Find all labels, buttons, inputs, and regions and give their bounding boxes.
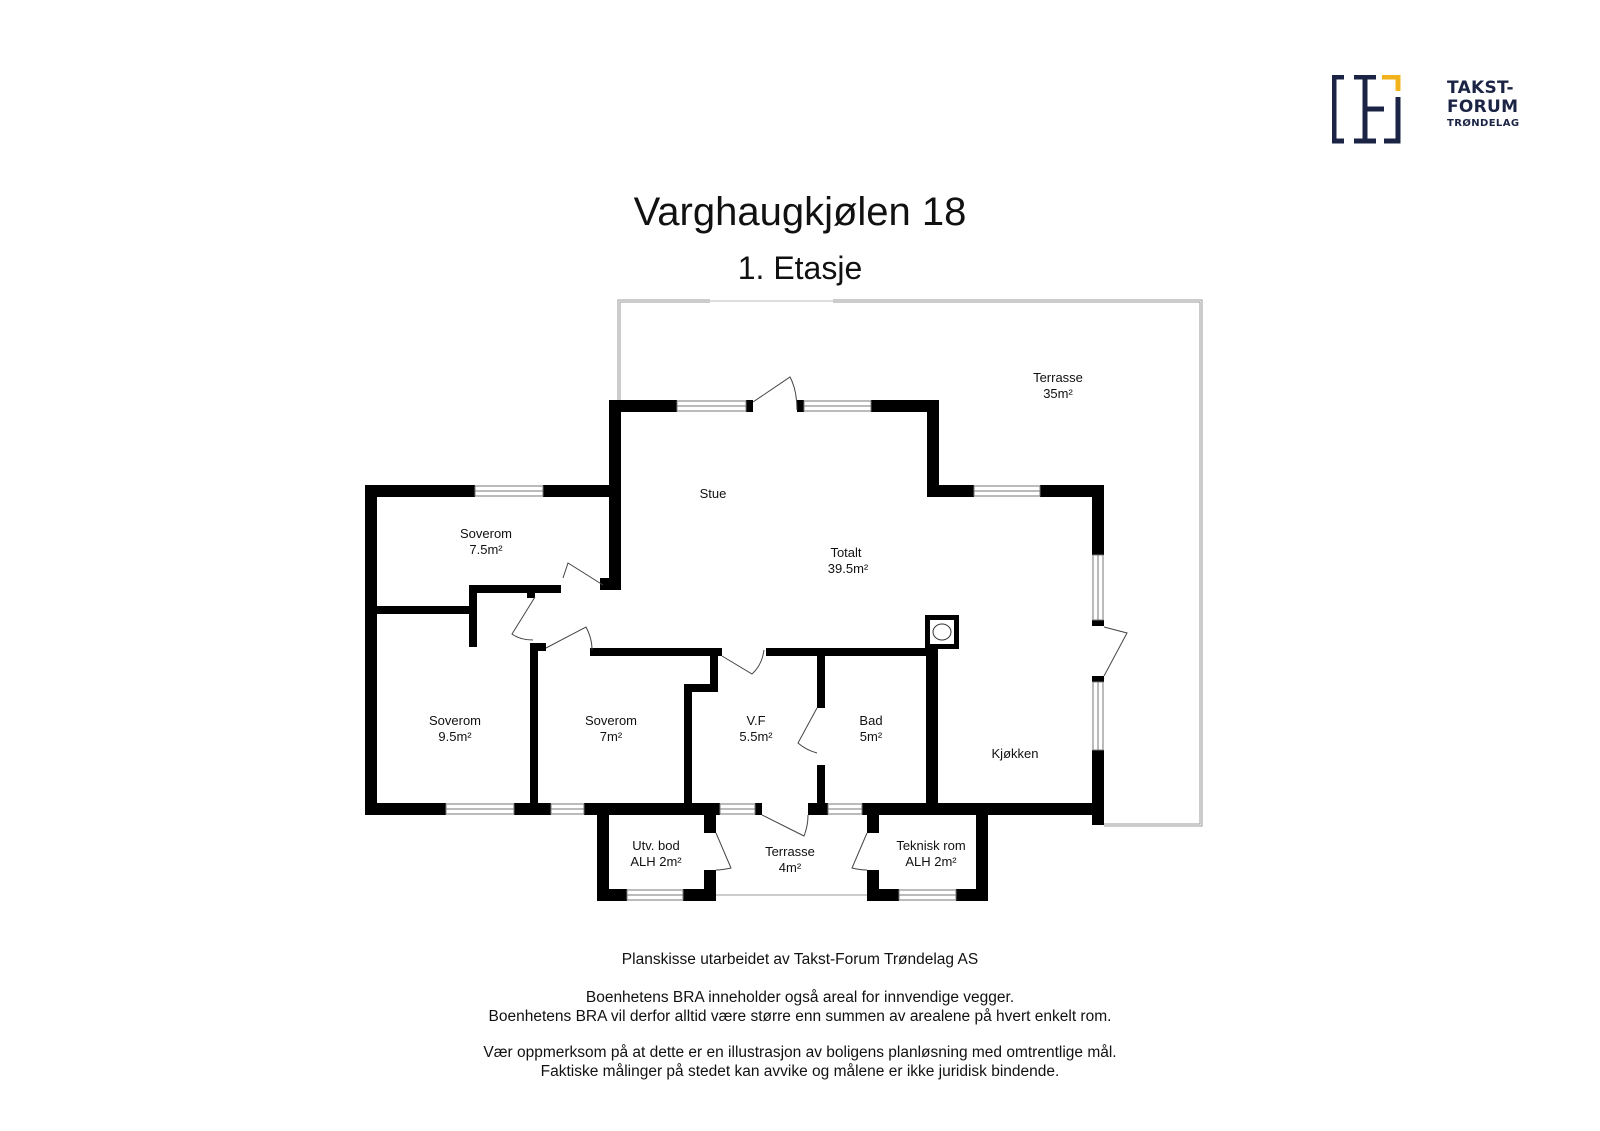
page-title: Varghaugkjølen 18	[633, 190, 967, 234]
room-labels: Terrasse 35m² Stue Totalt 39.5m² Soverom…	[429, 370, 1083, 875]
room-name-soverom-2: Soverom	[429, 713, 481, 728]
room-area-terrasse-small: 4m²	[779, 860, 802, 875]
logo-line-2: FORUM	[1447, 97, 1519, 117]
room-name-terrasse-small: Terrasse	[765, 844, 815, 859]
footer-credit: Planskisse utarbeidet av Takst-Forum Trø…	[0, 950, 1600, 969]
logo-line-1: TAKST-	[1447, 78, 1514, 98]
room-name-soverom-1: Soverom	[460, 526, 512, 541]
doors	[511, 376, 1128, 871]
room-name-bad: Bad	[859, 713, 882, 728]
room-name-teknisk-rom: Teknisk rom	[896, 838, 965, 853]
logo-line-3: TRØNDELAG	[1447, 118, 1520, 129]
room-name-vf: V.F	[746, 713, 765, 728]
floor-subtitle: 1. Etasje	[737, 250, 863, 286]
room-name-totalt: Totalt	[830, 545, 861, 560]
logo-wordmark: TAKST- FORUM TRØNDELAG	[1447, 80, 1519, 129]
room-name-kjokken: Kjøkken	[992, 746, 1039, 761]
room-area-teknisk-rom: ALH 2m²	[905, 854, 957, 869]
walls	[365, 400, 1104, 825]
room-area-terrasse-main: 35m²	[1043, 386, 1073, 401]
company-logo	[1332, 75, 1535, 145]
room-area-bad: 5m²	[860, 729, 883, 744]
terrace-outline	[617, 299, 1203, 827]
annex-walls	[597, 813, 988, 901]
credit-text: Planskisse utarbeidet av Takst-Forum Trø…	[621, 951, 979, 968]
windows	[445, 400, 1104, 901]
room-name-terrasse-main: Terrasse	[1033, 370, 1083, 385]
room-name-stue: Stue	[700, 486, 727, 501]
disclaimer-line-2: Faktiske målinger på stedet kan avvike o…	[540, 1063, 1060, 1080]
room-area-soverom-3: 7m²	[600, 729, 623, 744]
bra-note-line-2: Boenhetens BRA vil derfor alltid være st…	[488, 1008, 1112, 1025]
room-area-soverom-1: 7.5m²	[469, 542, 503, 557]
room-area-vf: 5.5m²	[739, 729, 773, 744]
footer-disclaimer: Vær oppmerksom på at dette er en illustr…	[0, 1043, 1600, 1081]
room-name-utv-bod: Utv. bod	[632, 838, 679, 853]
room-name-soverom-3: Soverom	[585, 713, 637, 728]
room-area-totalt: 39.5m²	[828, 561, 869, 576]
chimney-icon	[932, 623, 952, 641]
logo-mark-icon	[1332, 75, 1401, 144]
disclaimer-line-1: Vær oppmerksom på at dette er en illustr…	[483, 1044, 1117, 1061]
footer-bra-note: Boenhetens BRA inneholder også areal for…	[0, 988, 1600, 1026]
bra-note-line-1: Boenhetens BRA inneholder også areal for…	[585, 989, 1015, 1006]
room-area-soverom-2: 9.5m²	[438, 729, 472, 744]
room-area-utv-bod: ALH 2m²	[630, 854, 682, 869]
